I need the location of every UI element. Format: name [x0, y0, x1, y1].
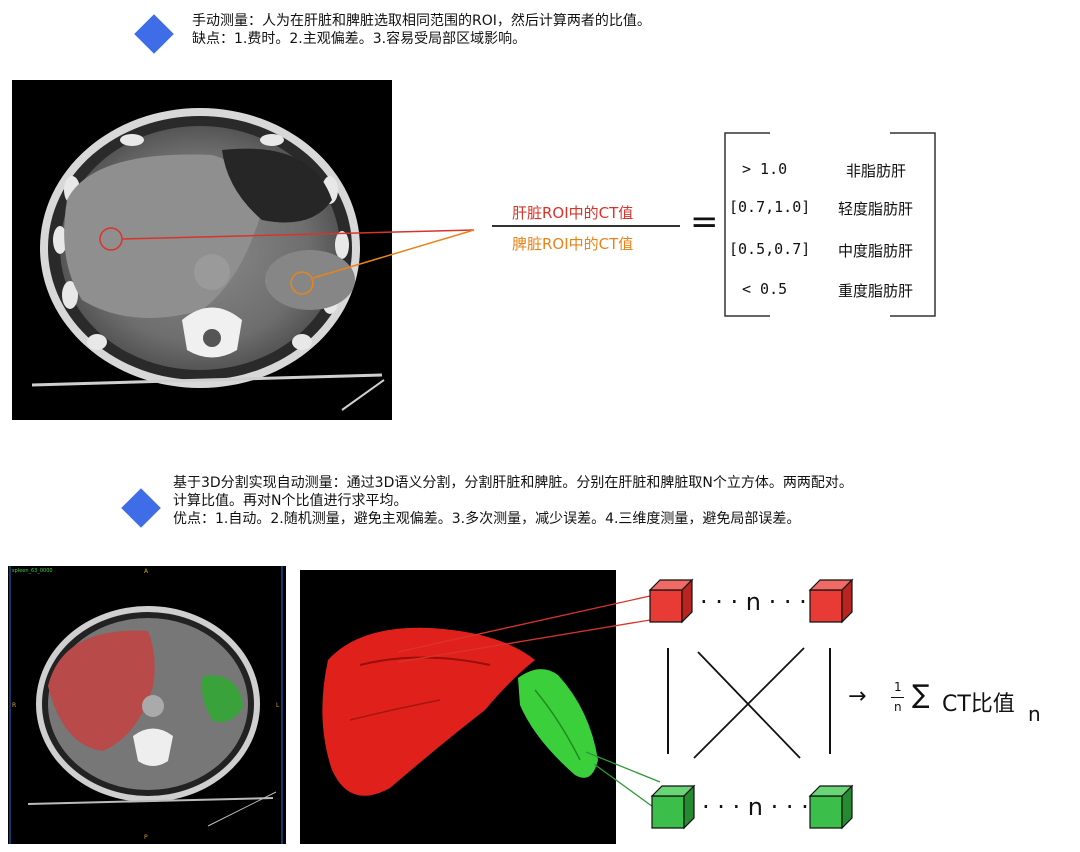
- green-cube-left: [652, 786, 694, 828]
- result-fraction-one: 1: [894, 680, 902, 694]
- result-subscript: n: [1028, 702, 1041, 726]
- sum-symbol: ∑: [912, 680, 930, 710]
- result-fraction-n: n: [894, 700, 902, 714]
- red-cube-left: [650, 580, 692, 622]
- result-arrow: →: [848, 684, 866, 709]
- result-text: CT比值: [942, 686, 1015, 718]
- red-cube-right: [810, 580, 852, 622]
- green-cube-sequence: · · · n · · ·: [702, 793, 809, 821]
- result-fraction-bar: [891, 697, 904, 698]
- red-cube-sequence: · · · n · · ·: [700, 588, 807, 616]
- green-cube-right: [810, 786, 852, 828]
